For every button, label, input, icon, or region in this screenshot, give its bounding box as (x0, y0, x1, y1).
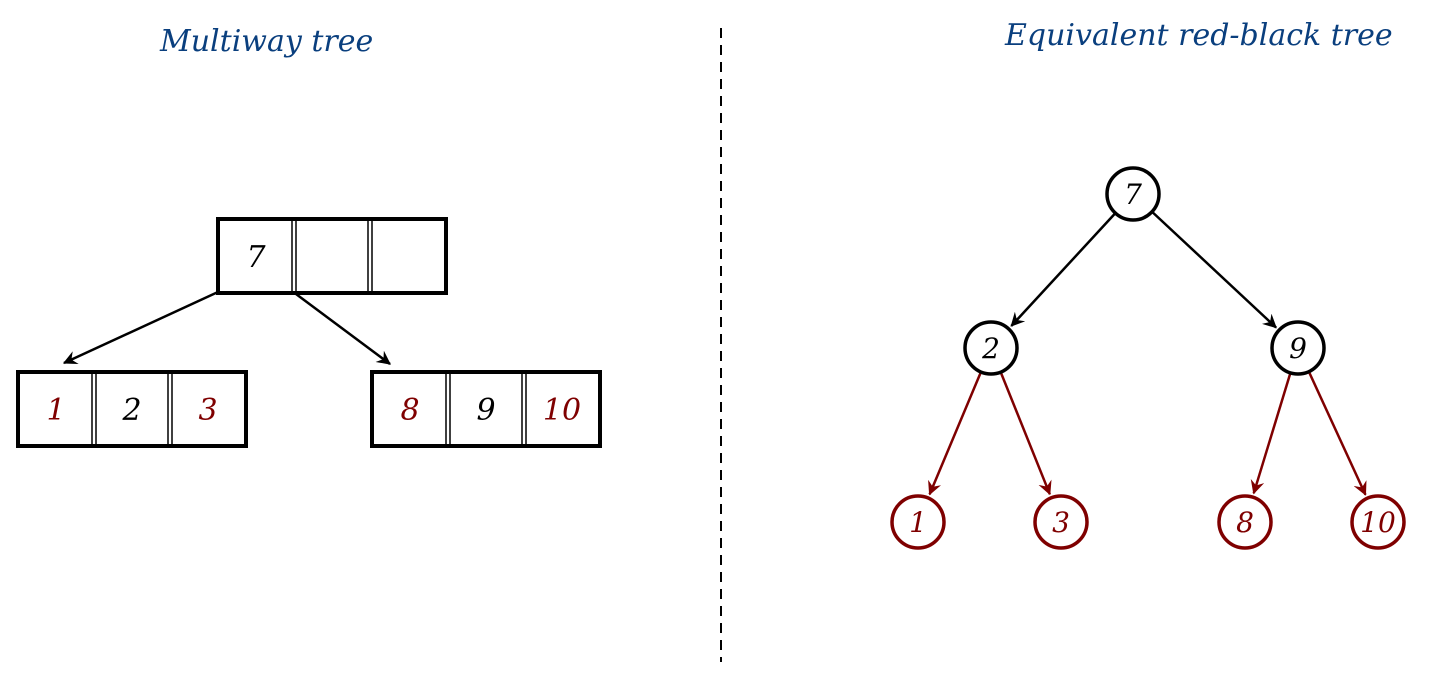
rb-node-7-label: 7 (1124, 178, 1142, 211)
rb-node-2-label: 2 (981, 332, 1000, 365)
rb-node-1-label: 1 (909, 506, 927, 539)
left-child-node-box (16, 370, 248, 448)
arrow-to-right-child (295, 292, 391, 366)
edge-n9-n8 (1250, 372, 1292, 495)
rb-node-8-label: 8 (1236, 506, 1254, 539)
rb-node-8-circle (1217, 494, 1273, 550)
rb-node-2-circle (963, 320, 1019, 376)
key-7: 7 (246, 240, 266, 275)
edge-n9-n10 (1307, 371, 1367, 496)
red-black-tree-title: Equivalent red-black tree (1005, 18, 1393, 53)
edge-n7-n9 (1151, 210, 1277, 329)
root-node-box (216, 217, 448, 295)
key-2: 2 (121, 393, 141, 428)
edge-n2-n3 (999, 371, 1052, 496)
arrow-to-left-child (62, 290, 219, 365)
rb-node-9-circle (1270, 320, 1326, 376)
key-1: 1 (46, 393, 65, 428)
rb-node-3-label: 3 (1052, 506, 1070, 539)
key-10: 10 (543, 393, 581, 428)
rb-node-1-circle (890, 494, 946, 550)
rb-node-3-circle (1033, 494, 1089, 550)
rb-node-10-label: 10 (1360, 506, 1396, 539)
rb-node-9-label: 9 (1289, 332, 1307, 365)
right-child-node-box (370, 370, 602, 448)
multiway-tree-title: Multiway tree (160, 24, 374, 59)
rb-node-10-circle (1350, 494, 1406, 550)
key-3: 3 (198, 393, 217, 428)
edge-n7-n2 (1010, 212, 1117, 327)
edge-n2-n1 (928, 371, 983, 496)
rb-node-7-circle (1105, 166, 1161, 222)
key-8: 8 (400, 393, 419, 428)
key-9: 9 (476, 393, 495, 428)
